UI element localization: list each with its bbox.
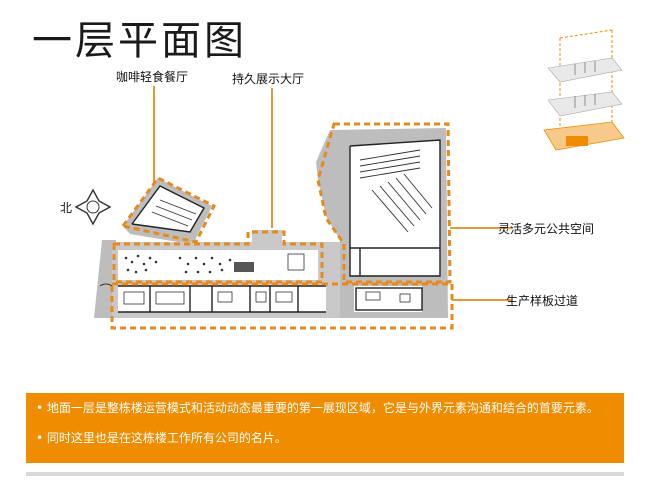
note-2: • 同时这里也是在这栋楼工作所有公司的名片。 bbox=[36, 431, 287, 445]
auditorium-rows bbox=[151, 149, 433, 233]
callout-public-space: 灵活多元公共空间 bbox=[498, 222, 595, 236]
description-box: • 地面一层是整栋楼运营模式和活动动态最重要的第一展现区域，它是与外界元素沟通和… bbox=[26, 393, 624, 463]
callout-leaders bbox=[153, 86, 512, 301]
callout-cafe: 咖啡轻食餐厅 bbox=[116, 70, 189, 84]
interior-rooms bbox=[118, 140, 440, 312]
zone-exhibition bbox=[112, 230, 324, 284]
callout-corridor: 生产样板过道 bbox=[506, 294, 579, 308]
north-compass-icon bbox=[74, 188, 112, 226]
footer-bar bbox=[26, 472, 624, 476]
zone-outlines bbox=[110, 122, 454, 330]
building-axonometric-icon bbox=[543, 29, 625, 151]
zone-public-space bbox=[316, 122, 452, 284]
compass-label: 北 bbox=[60, 201, 73, 215]
page-title: 一层平面图 bbox=[32, 18, 247, 64]
seating-furniture bbox=[124, 254, 232, 274]
room-walls bbox=[118, 139, 441, 313]
callout-exhibition: 持久展示大厅 bbox=[232, 72, 305, 86]
door-icon bbox=[99, 283, 113, 287]
stair-block bbox=[234, 262, 254, 272]
note-1: • 地面一层是整栋楼运营模式和活动动态最重要的第一展现区域，它是与外界元素沟通和… bbox=[36, 401, 599, 415]
zone-corridor bbox=[110, 282, 454, 330]
zone-cafe bbox=[120, 176, 217, 244]
office-desks bbox=[123, 253, 411, 305]
